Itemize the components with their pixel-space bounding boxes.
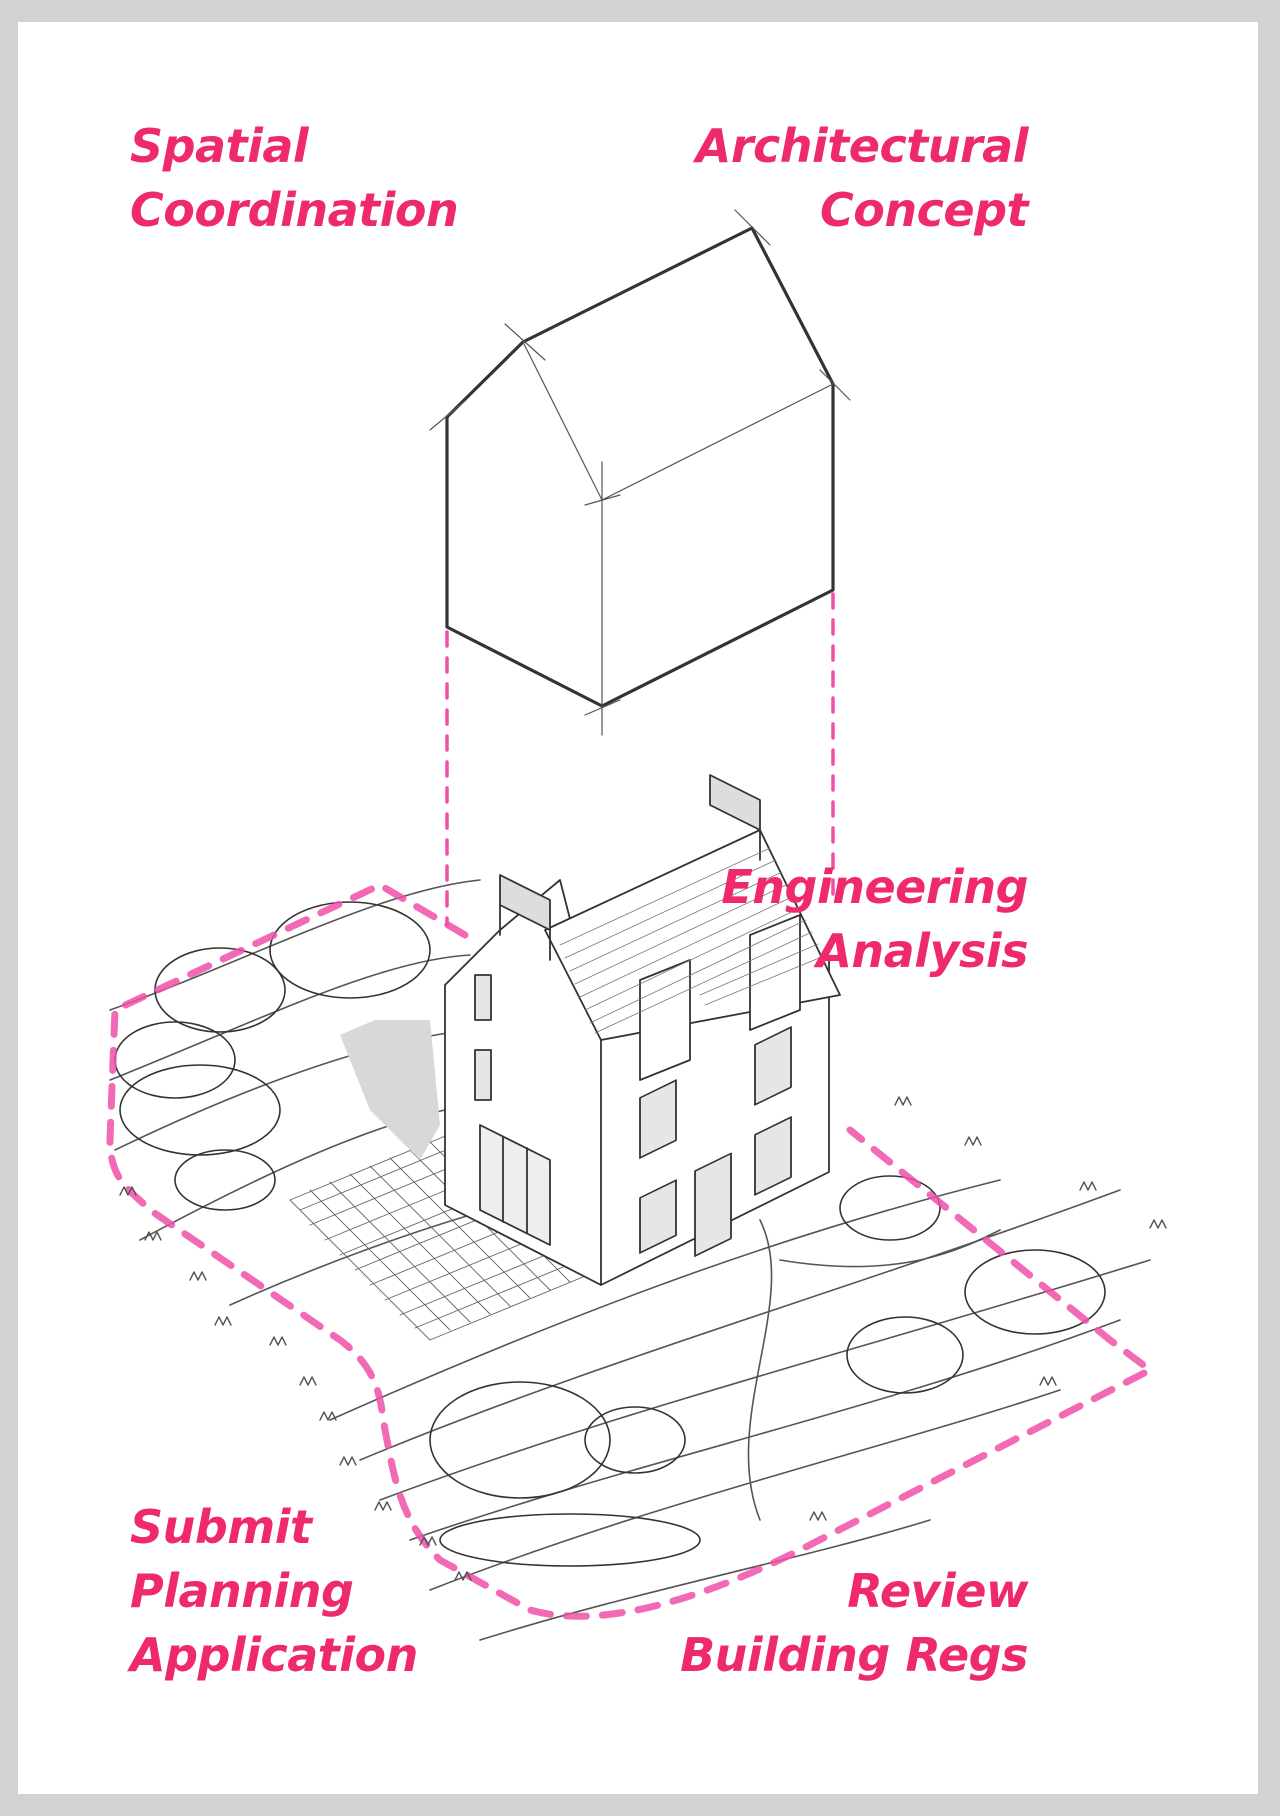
detailed-house-icon — [444, 774, 841, 1286]
label-review-building-regs: Review Building Regs — [680, 1564, 1028, 1682]
label-engineering-analysis: Engineering Analysis — [721, 860, 1028, 978]
massing-block-icon — [445, 226, 835, 708]
house-sketch-illustration — [106, 209, 1167, 1641]
projection-lines — [445, 592, 835, 927]
label-spatial-coordination: Spatial Coordination — [130, 119, 459, 237]
page-sheet: Spatial Coordination Architectural Conce… — [18, 22, 1258, 1794]
label-architectural-concept: Architectural Concept — [695, 119, 1029, 237]
site-boundary — [106, 881, 1154, 1620]
label-submit-planning-application: Submit Planning Application — [130, 1500, 418, 1682]
